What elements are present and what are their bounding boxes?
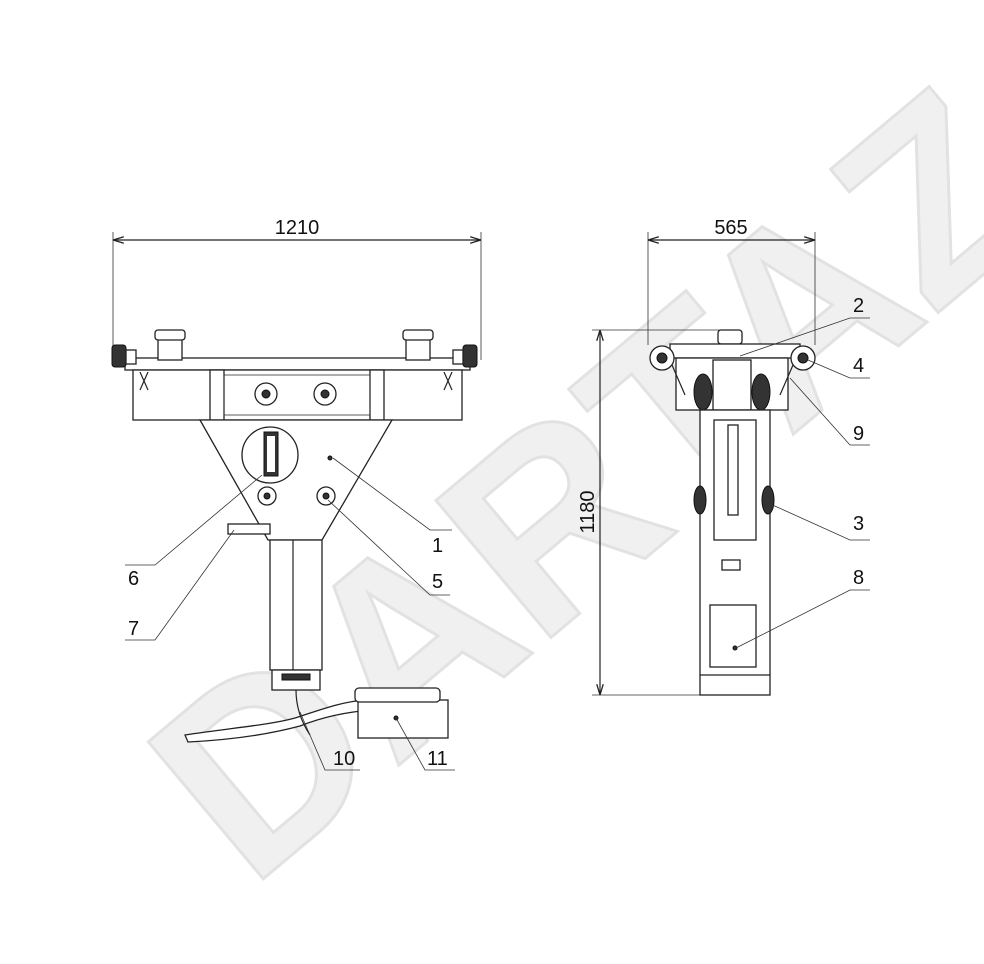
svg-text:7: 7 <box>128 618 139 640</box>
dimension-width-front: 1210 <box>112 217 482 360</box>
svg-text:1: 1 <box>432 535 443 557</box>
svg-text:10: 10 <box>333 748 355 770</box>
svg-text:1210: 1210 <box>275 217 320 239</box>
side-view: 565 1180 <box>577 217 816 696</box>
svg-text:565: 565 <box>714 217 747 239</box>
svg-text:3: 3 <box>853 513 864 535</box>
callouts: 1 2 3 4 5 6 7 8 9 10 11 <box>125 295 870 771</box>
front-view: 1210 <box>111 217 482 743</box>
svg-text:5: 5 <box>432 571 443 593</box>
svg-text:11: 11 <box>427 748 448 770</box>
svg-text:DARTAZ: DARTAZ <box>100 36 984 933</box>
dimension-width-side: 565 <box>647 217 816 345</box>
svg-text:9: 9 <box>853 423 864 445</box>
svg-text:4: 4 <box>853 355 864 377</box>
svg-text:6: 6 <box>128 568 139 590</box>
svg-text:1180: 1180 <box>577 490 599 533</box>
dimension-height: 1180 <box>577 329 730 696</box>
watermark-logo: DARTAZ <box>98 35 984 935</box>
svg-text:2: 2 <box>853 295 864 317</box>
svg-text:8: 8 <box>853 567 864 589</box>
